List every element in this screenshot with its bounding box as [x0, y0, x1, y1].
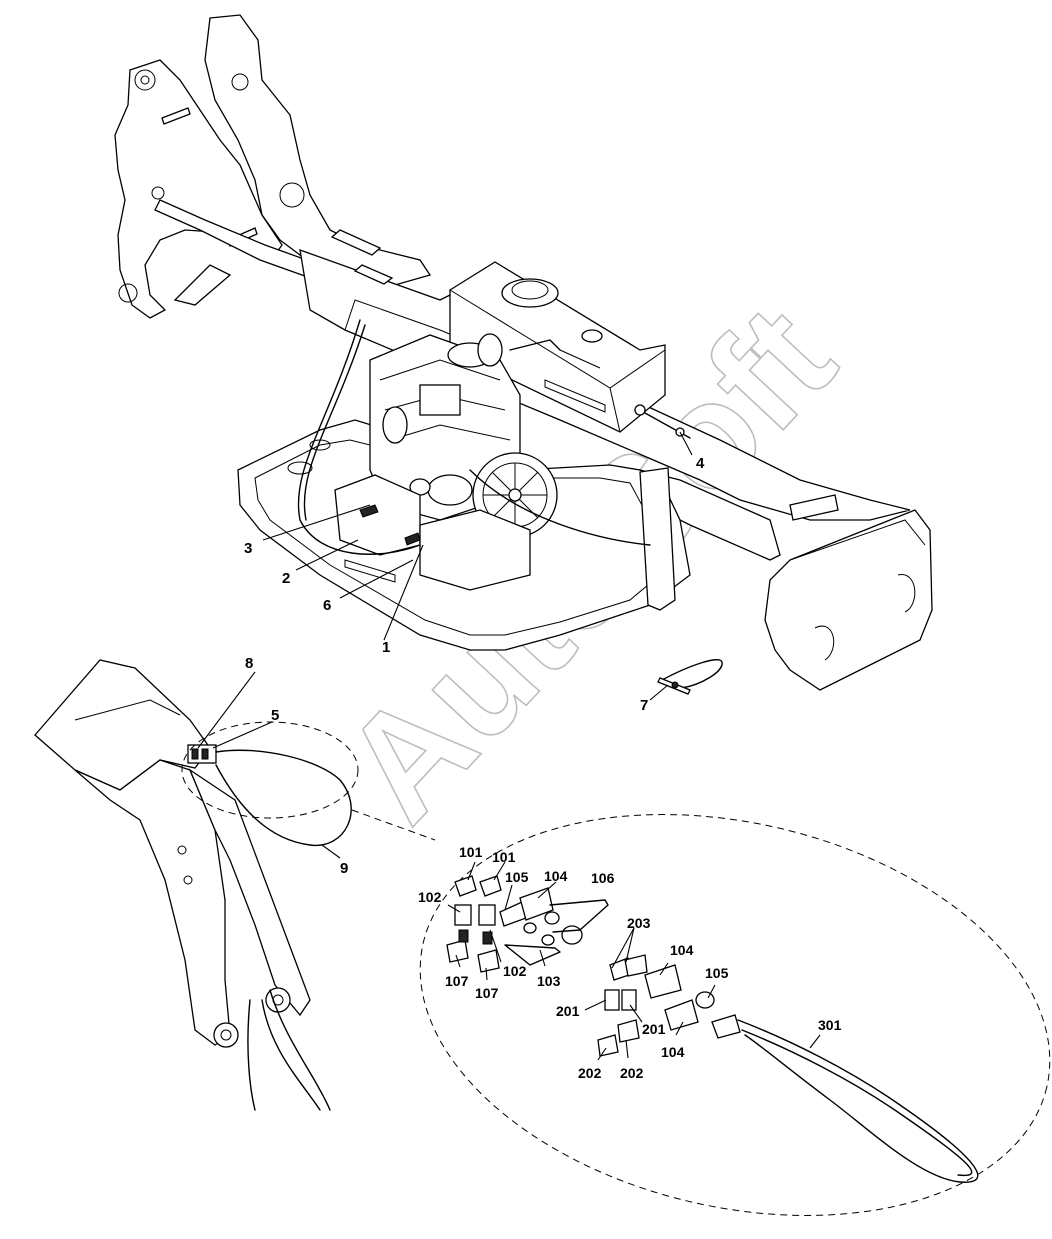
callout-3: 3 — [244, 540, 252, 557]
callout-105-right: 105 — [705, 965, 729, 981]
detail-callouts: 101 101 105 104 106 102 102 103 107 107 … — [418, 844, 842, 1081]
callout-101-right: 101 — [492, 849, 516, 865]
callout-201-right: 201 — [642, 1021, 666, 1037]
callout-106: 106 — [591, 870, 615, 886]
callout-5: 5 — [271, 707, 279, 724]
callout-1: 1 — [382, 639, 390, 656]
callout-4: 4 — [696, 455, 705, 472]
callout-9: 9 — [340, 860, 348, 877]
callout-102-right: 102 — [503, 963, 527, 979]
callout-201-left: 201 — [556, 1003, 580, 1019]
callout-102-left: 102 — [418, 889, 442, 905]
callout-101-left: 101 — [459, 844, 483, 860]
callout-7: 7 — [640, 697, 648, 714]
arm-assembly — [34, 659, 352, 1111]
callout-103: 103 — [537, 973, 561, 989]
detail-view — [181, 721, 1051, 1216]
callout-301: 301 — [818, 1017, 842, 1033]
callout-202-right: 202 — [620, 1065, 644, 1081]
callout-6: 6 — [323, 597, 331, 614]
callout-105-left: 105 — [505, 869, 529, 885]
callout-104-right: 104 — [670, 942, 694, 958]
callout-104-bottom: 104 — [661, 1044, 685, 1060]
callout-202-left: 202 — [578, 1065, 602, 1081]
callout-104-top: 104 — [544, 868, 568, 884]
pin-with-lanyard — [657, 659, 723, 695]
part-callouts: 1 2 3 4 5 6 7 8 9 — [244, 455, 705, 877]
callout-203: 203 — [627, 915, 651, 931]
callout-107-right: 107 — [475, 985, 499, 1001]
counterweight — [764, 494, 933, 691]
callout-8: 8 — [245, 655, 253, 672]
leader-lines — [197, 431, 821, 1061]
callout-107-left: 107 — [445, 973, 469, 989]
callout-2: 2 — [282, 570, 290, 587]
engine — [297, 319, 651, 591]
